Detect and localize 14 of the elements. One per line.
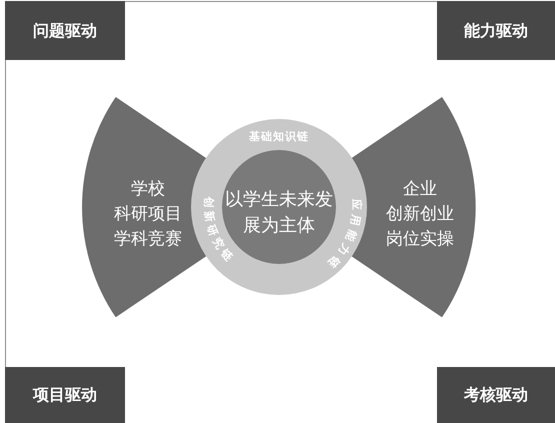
fan-label: 创新创业 (386, 202, 454, 226)
fan-label: 科研项目 (114, 202, 182, 226)
tile-label: 能力驱动 (464, 20, 528, 40)
corner-tile (5, 367, 125, 423)
corner-tile (437, 1, 555, 60)
tile-label: 项目驱动 (33, 385, 97, 405)
fan-label: 学校 (131, 178, 165, 201)
corner-tile (437, 367, 555, 423)
fan-label: 学科竞赛 (114, 228, 182, 251)
tile-label: 问题驱动 (33, 20, 97, 40)
tile-label: 考核驱动 (464, 385, 528, 405)
fan-label: 岗位实操 (386, 228, 454, 251)
fan-label: 企业 (403, 178, 437, 201)
corner-tile (5, 1, 125, 60)
